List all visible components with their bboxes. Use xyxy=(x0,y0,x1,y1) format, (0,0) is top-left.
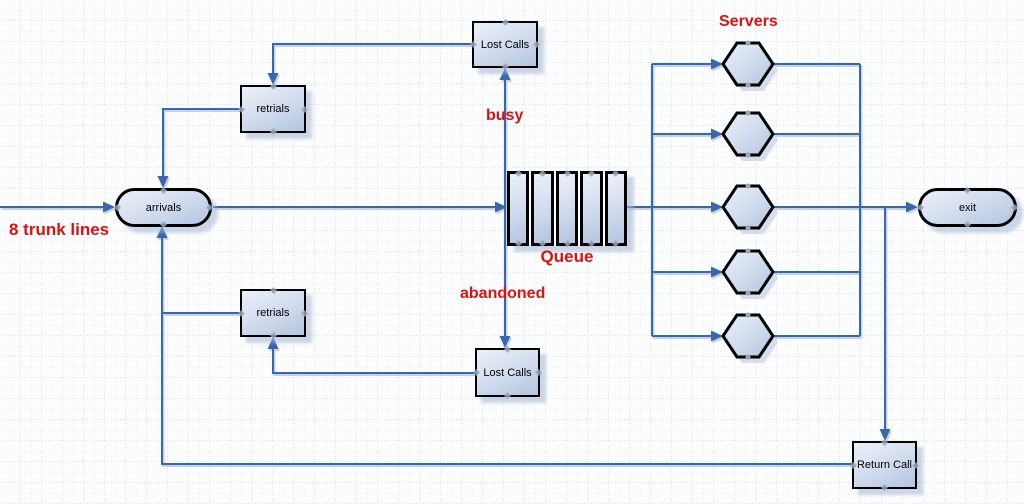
node-exit[interactable]: exit xyxy=(916,186,1019,229)
node-retrials-bottom[interactable]: retrials xyxy=(237,286,309,340)
node-return-call-label: Return Call xyxy=(856,459,913,471)
queue-slot[interactable] xyxy=(531,169,554,248)
annotation-queue[interactable]: Queue xyxy=(540,247,594,266)
port-marker xyxy=(269,286,277,295)
port-marker xyxy=(237,105,246,113)
port-marker xyxy=(745,40,751,46)
port-marker xyxy=(745,225,751,231)
port-marker xyxy=(745,152,751,158)
port-marker xyxy=(745,312,751,318)
port-marker xyxy=(880,438,889,447)
annotation-trunk-lines[interactable]: 8 trunk lines xyxy=(9,220,110,239)
port-marker xyxy=(963,186,972,195)
port-marker xyxy=(745,354,751,360)
port-marker xyxy=(563,169,571,178)
port-marker xyxy=(472,368,481,377)
port-marker xyxy=(269,82,277,91)
port-marker xyxy=(612,239,620,248)
port-marker xyxy=(539,169,547,178)
node-lost-calls-top-label: Lost Calls xyxy=(480,38,530,51)
annotation-busy[interactable]: busy xyxy=(486,107,524,124)
server-hexagon-1[interactable] xyxy=(721,41,775,87)
port-marker xyxy=(916,203,925,212)
node-exit-label: exit xyxy=(958,201,977,214)
port-marker xyxy=(113,203,122,212)
port-marker xyxy=(159,220,168,229)
node-retrials-top[interactable]: retrials xyxy=(237,82,309,136)
queue-slot[interactable] xyxy=(507,169,530,248)
port-marker xyxy=(587,239,595,248)
port-marker xyxy=(563,239,571,248)
server-hexagon-5[interactable] xyxy=(721,313,775,359)
node-arrivals[interactable]: arrivals xyxy=(113,186,214,229)
node-lost-calls-bottom-label: Lost Calls xyxy=(483,366,532,379)
node-lost-calls-bottom[interactable]: Lost Calls xyxy=(472,345,543,400)
annotation-abandoned[interactable]: abandoned xyxy=(460,285,546,302)
port-marker xyxy=(539,239,547,248)
port-marker xyxy=(963,220,972,229)
port-marker xyxy=(514,169,522,178)
server-hexagon-3[interactable] xyxy=(721,184,775,230)
port-marker xyxy=(745,290,751,296)
server-hexagon-2[interactable] xyxy=(721,111,775,157)
port-marker xyxy=(503,345,512,354)
queue-slot[interactable] xyxy=(555,169,579,248)
port-marker xyxy=(745,248,751,254)
port-marker xyxy=(745,82,751,88)
node-arrivals-label: arrivals xyxy=(145,201,182,214)
queue-slot[interactable] xyxy=(580,169,603,248)
server-hexagon-4[interactable] xyxy=(721,249,775,295)
annotation-servers[interactable]: Servers xyxy=(719,13,778,30)
port-marker xyxy=(849,461,858,469)
node-retrials-top-label: retrials xyxy=(256,103,290,115)
port-marker xyxy=(469,40,478,49)
port-marker xyxy=(612,169,620,178)
server-hexagons xyxy=(721,40,778,363)
port-marker xyxy=(514,239,522,248)
port-marker xyxy=(745,110,751,116)
port-marker xyxy=(159,186,168,195)
port-marker xyxy=(237,309,246,317)
port-marker xyxy=(501,18,509,27)
queue-slot[interactable] xyxy=(604,169,628,248)
port-marker xyxy=(745,183,751,189)
port-marker xyxy=(587,169,595,178)
node-queue[interactable] xyxy=(507,169,628,248)
node-return-call[interactable]: Return Call xyxy=(849,438,920,492)
node-retrials-bottom-label: retrials xyxy=(256,307,290,319)
node-lost-calls-top[interactable]: Lost Calls xyxy=(469,18,541,71)
